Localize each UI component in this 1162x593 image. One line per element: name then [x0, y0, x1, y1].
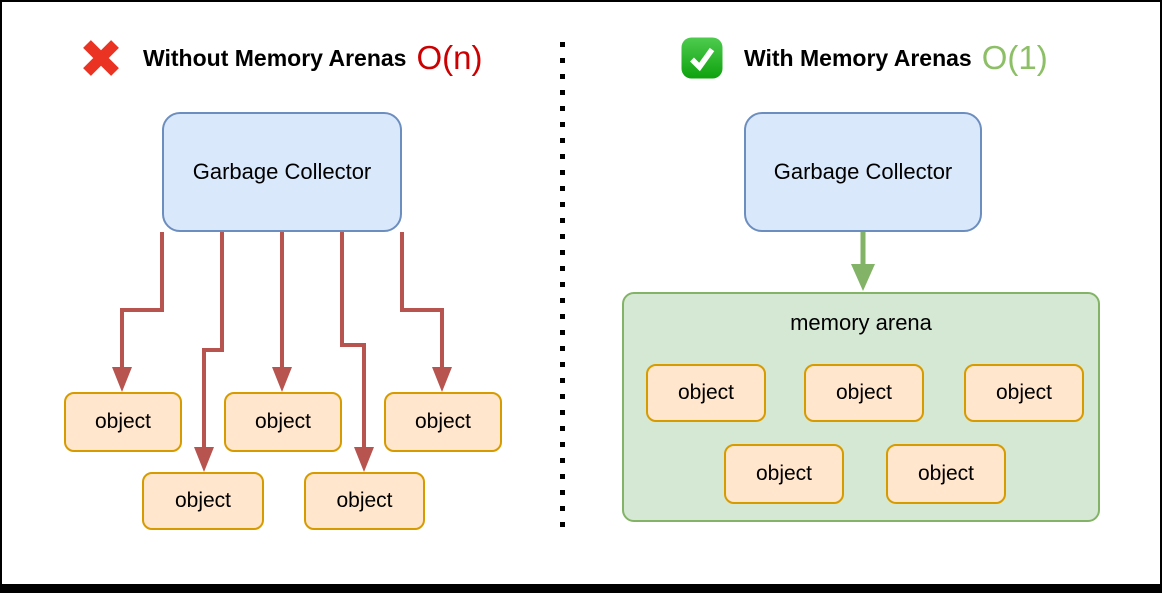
arrowhead-icon	[354, 447, 374, 472]
object-box: object	[886, 444, 1006, 504]
object-box: object	[964, 364, 1084, 422]
gc-arrow-5	[400, 232, 444, 370]
complexity-label: O(n)	[416, 39, 483, 76]
header-title: Without Memory Arenas	[143, 44, 407, 71]
check-mark-icon	[681, 37, 723, 79]
memory-arena-container: memory arena object object object object…	[622, 292, 1100, 522]
header-without-arenas: Without Memory Arenas O(n)	[79, 32, 482, 84]
object-box: object	[304, 472, 425, 530]
header-with-arenas: With Memory Arenas O(1)	[680, 32, 1048, 84]
gc-arrow-1	[120, 232, 164, 370]
arrowhead-icon	[432, 367, 452, 392]
object-box: object	[804, 364, 924, 422]
object-box: object	[646, 364, 766, 422]
garbage-collector-label: Garbage Collector	[773, 159, 953, 184]
garbage-collector-box-left: Garbage Collector	[162, 112, 402, 232]
memory-arena-label: memory arena	[790, 310, 932, 335]
gc-arrow-4	[340, 232, 366, 448]
object-box: object	[64, 392, 182, 452]
arrowhead-icon	[272, 367, 292, 392]
object-box: object	[142, 472, 264, 530]
gc-arrow-2	[202, 232, 224, 448]
dotted-divider	[560, 42, 565, 534]
garbage-collector-box-right: Garbage Collector	[744, 112, 982, 232]
object-box: object	[384, 392, 502, 452]
arrowhead-icon	[851, 264, 875, 291]
complexity-label: O(1)	[981, 39, 1048, 76]
object-box: object	[224, 392, 342, 452]
arrowhead-icon	[194, 447, 214, 472]
frame-bottom-bar	[2, 584, 1160, 591]
header-title: With Memory Arenas	[744, 44, 972, 71]
cross-mark-icon	[83, 40, 119, 76]
arrowhead-icon	[112, 367, 132, 392]
garbage-collector-label: Garbage Collector	[192, 159, 372, 184]
gc-arrow-right	[851, 232, 875, 291]
object-box: object	[724, 444, 844, 504]
